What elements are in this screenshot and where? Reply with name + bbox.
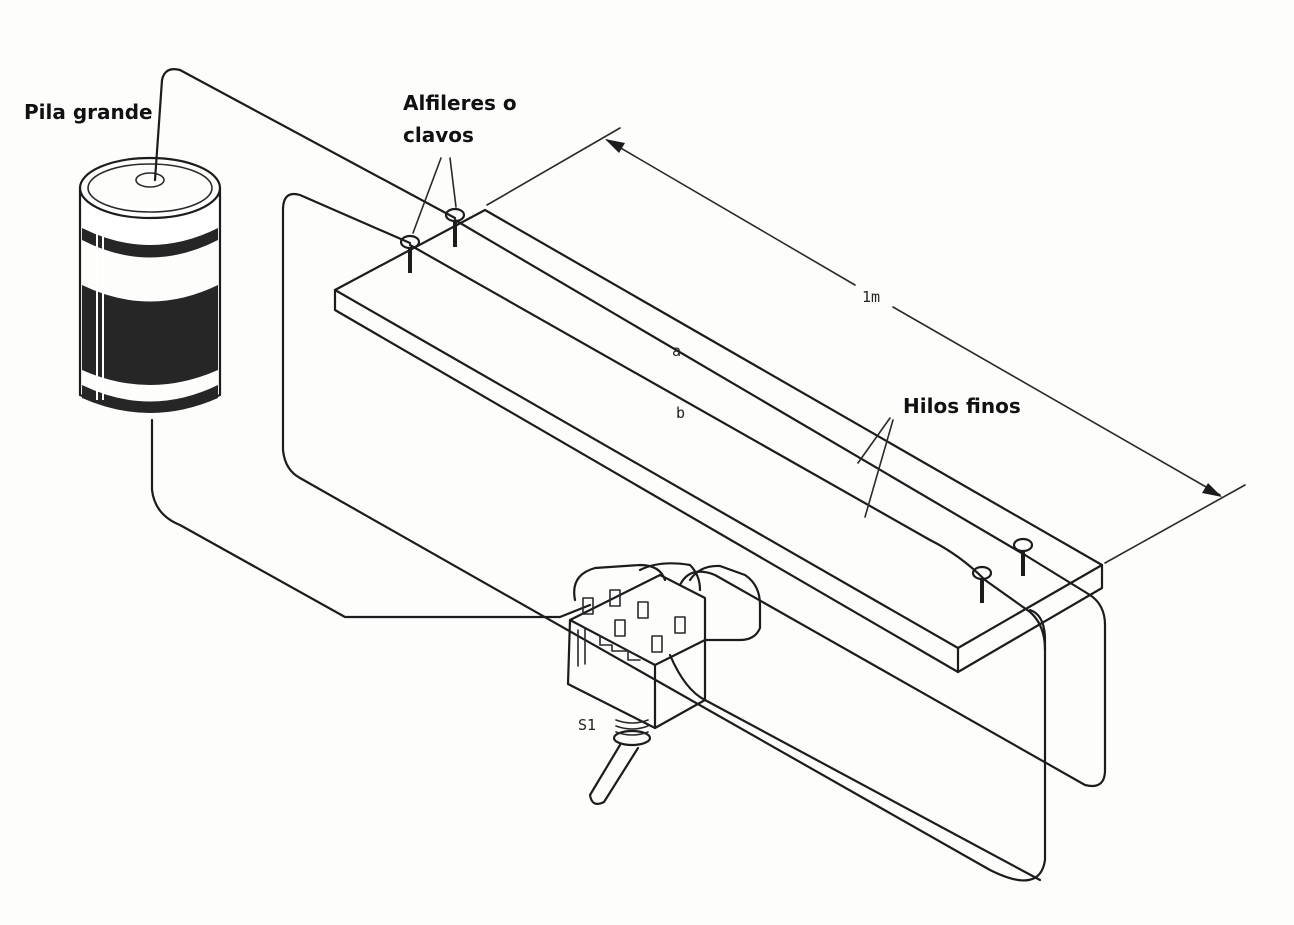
battery-band-middle (82, 285, 218, 385)
wire-b-label: b (676, 404, 685, 422)
board-end (956, 563, 1104, 674)
battery-band-bottom (82, 385, 218, 413)
switch-lever (588, 743, 640, 805)
battery-top-rim (78, 156, 222, 220)
pin-near-right (971, 565, 993, 603)
switch-terminal (614, 619, 626, 637)
wires-pointer-2 (864, 419, 894, 518)
dimension-line-b (892, 306, 1221, 496)
length-label: 1m (862, 288, 880, 306)
switch-terminal (582, 597, 594, 615)
pin-far-left (444, 207, 466, 247)
wire-battery-bottom (150, 418, 592, 619)
wire-a-label: a (672, 342, 681, 360)
switch-bushing (612, 729, 652, 747)
pins-label-line1: Alfileres o (403, 91, 517, 115)
toggle-switch: S1 (566, 562, 1042, 882)
dimension-line-a (606, 139, 856, 286)
wire-a (453, 218, 1027, 557)
battery-label: Pila grande (24, 100, 153, 124)
extension-line-left (486, 127, 621, 206)
wires-pointer-1 (857, 417, 891, 464)
extension-line-right (1104, 484, 1246, 564)
switch-label: S1 (578, 716, 596, 734)
wire-battery-top (153, 68, 457, 220)
pins-pointer-2 (449, 157, 457, 208)
arrowhead-left (605, 139, 625, 153)
wire-right-return (983, 578, 1047, 652)
wire-b (408, 243, 987, 582)
battery-terminal (135, 172, 165, 188)
switch-terminal (609, 589, 621, 607)
switch-terminal (651, 635, 663, 653)
pin-near-left (399, 234, 421, 273)
wire-left-loop (281, 192, 1047, 882)
board-front (333, 288, 960, 674)
dimension-1m: 1m (486, 127, 1246, 564)
pin-head (1012, 537, 1034, 553)
arrowhead-right (1202, 483, 1222, 497)
wire-right-loop (678, 553, 1107, 788)
wires-label: Hilos finos (903, 394, 1021, 418)
battery-band-top (82, 225, 218, 258)
switch-output-wire (668, 653, 1042, 882)
switch-wire-loops (573, 562, 762, 642)
pins-pointer-1 (412, 157, 442, 234)
wooden-board (333, 208, 1104, 674)
switch-terminal (674, 616, 686, 634)
battery (78, 156, 222, 413)
pin-far-right (1012, 537, 1034, 576)
switch-terminal (637, 601, 649, 619)
pins-label-line2: clavos (403, 123, 474, 147)
